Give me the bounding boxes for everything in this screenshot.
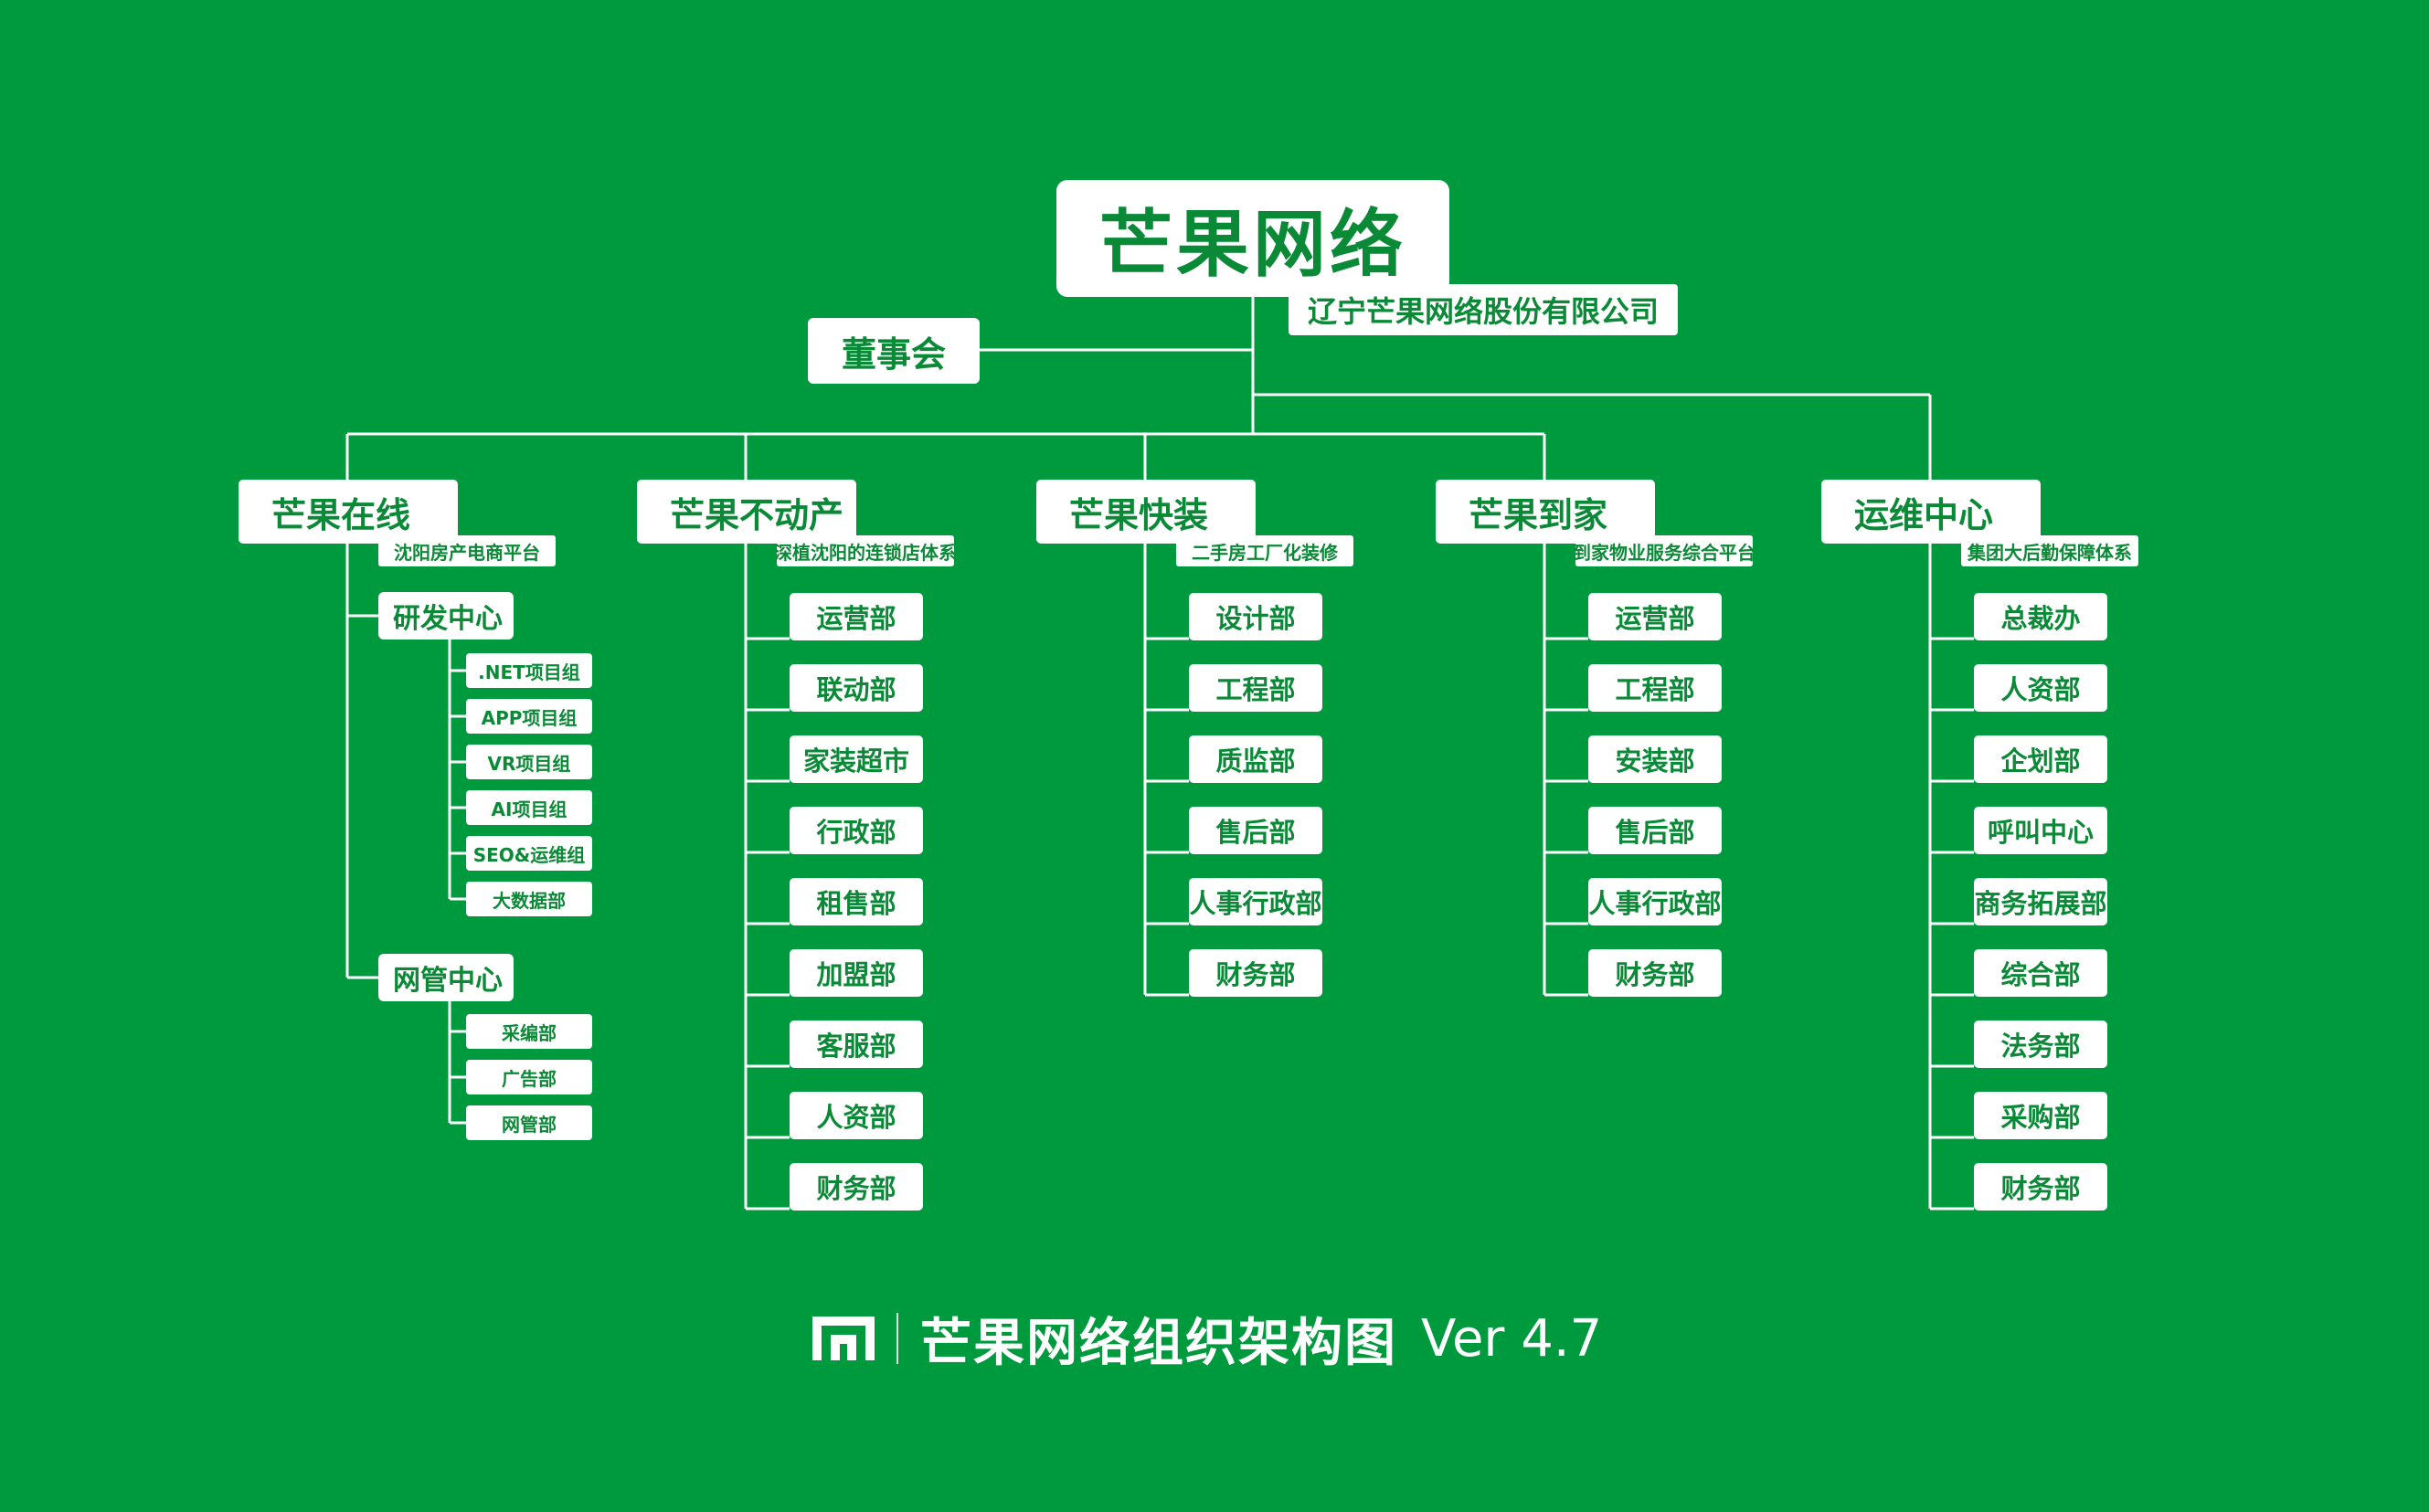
department-5-item: 呼叫中心 xyxy=(1974,807,2107,854)
center-1-item: APP项目组 xyxy=(466,699,592,734)
department-5: 运维中心 xyxy=(1821,480,2041,544)
department-5-subtitle: 集团大后勤保障体系 xyxy=(1961,535,2138,566)
footer-title: 芒果网络组织架构图 xyxy=(920,1313,1397,1373)
department-4-item: 安装部 xyxy=(1588,735,1722,783)
center-2: 网管中心 xyxy=(378,954,514,1001)
department-5-item: 企划部 xyxy=(1974,735,2107,783)
root-box: 芒果网络 xyxy=(1056,180,1449,297)
footer-divider xyxy=(896,1313,898,1364)
department-5-item: 商务拓展部 xyxy=(1974,878,2107,925)
center-1-item: .NET项目组 xyxy=(466,653,592,688)
root-subtitle: 辽宁芒果网络股份有限公司 xyxy=(1289,284,1678,335)
department-1: 芒果在线 xyxy=(239,480,458,544)
department-2-item: 联动部 xyxy=(790,664,923,712)
department-2-item: 租售部 xyxy=(790,878,923,925)
department-5-item: 法务部 xyxy=(1974,1020,2107,1068)
footer: 芒果网络组织架构图 Ver 4.7 xyxy=(809,1306,1603,1373)
department-3: 芒果快装 xyxy=(1036,480,1256,544)
center-1-item: SEO&运维组 xyxy=(466,836,592,871)
department-3-item: 售后部 xyxy=(1189,807,1322,854)
mango-logo-icon xyxy=(812,1316,875,1360)
department-2-item: 客服部 xyxy=(790,1020,923,1068)
footer-version: Ver 4.7 xyxy=(1421,1308,1603,1369)
center-2-item: 广告部 xyxy=(466,1060,592,1094)
department-4-item: 人事行政部 xyxy=(1588,878,1722,925)
department-2-item: 行政部 xyxy=(790,807,923,854)
department-2-item: 家装超市 xyxy=(790,735,923,783)
root-label: 芒果网络 xyxy=(1099,202,1406,287)
department-3-item: 财务部 xyxy=(1189,949,1322,997)
center-1-item: 大数据部 xyxy=(466,882,592,916)
department-4-item: 运营部 xyxy=(1588,593,1722,640)
department-4-item: 工程部 xyxy=(1588,664,1722,712)
department-3-item: 人事行政部 xyxy=(1189,878,1322,925)
department-2-item: 人资部 xyxy=(790,1092,923,1139)
department-4: 芒果到家 xyxy=(1436,480,1655,544)
department-3-item: 质监部 xyxy=(1189,735,1322,783)
department-4-item: 售后部 xyxy=(1588,807,1722,854)
department-4-item: 财务部 xyxy=(1588,949,1722,997)
department-2-item: 加盟部 xyxy=(790,949,923,997)
department-3-item: 工程部 xyxy=(1189,664,1322,712)
department-5-item: 采购部 xyxy=(1974,1092,2107,1139)
department-2-item: 财务部 xyxy=(790,1163,923,1211)
center-1: 研发中心 xyxy=(378,592,514,640)
department-4-subtitle: 到家物业服务综合平台 xyxy=(1573,535,1755,566)
board-box: 董事会 xyxy=(808,318,980,384)
department-3-subtitle: 二手房工厂化装修 xyxy=(1176,535,1353,566)
center-1-item: AI项目组 xyxy=(466,790,592,825)
department-3-item: 设计部 xyxy=(1189,593,1322,640)
center-2-item: 网管部 xyxy=(466,1105,592,1140)
department-2-subtitle: 深植沈阳的连锁店体系 xyxy=(774,535,957,566)
department-5-item: 人资部 xyxy=(1974,664,2107,712)
center-1-item: VR项目组 xyxy=(466,745,592,779)
department-1-subtitle: 沈阳房产电商平台 xyxy=(378,535,556,566)
center-2-item: 采编部 xyxy=(466,1014,592,1049)
department-2: 芒果不动产 xyxy=(637,480,856,544)
department-5-item: 总裁办 xyxy=(1974,593,2107,640)
department-5-item: 财务部 xyxy=(1974,1163,2107,1211)
department-2-item: 运营部 xyxy=(790,593,923,640)
department-5-item: 综合部 xyxy=(1974,949,2107,997)
